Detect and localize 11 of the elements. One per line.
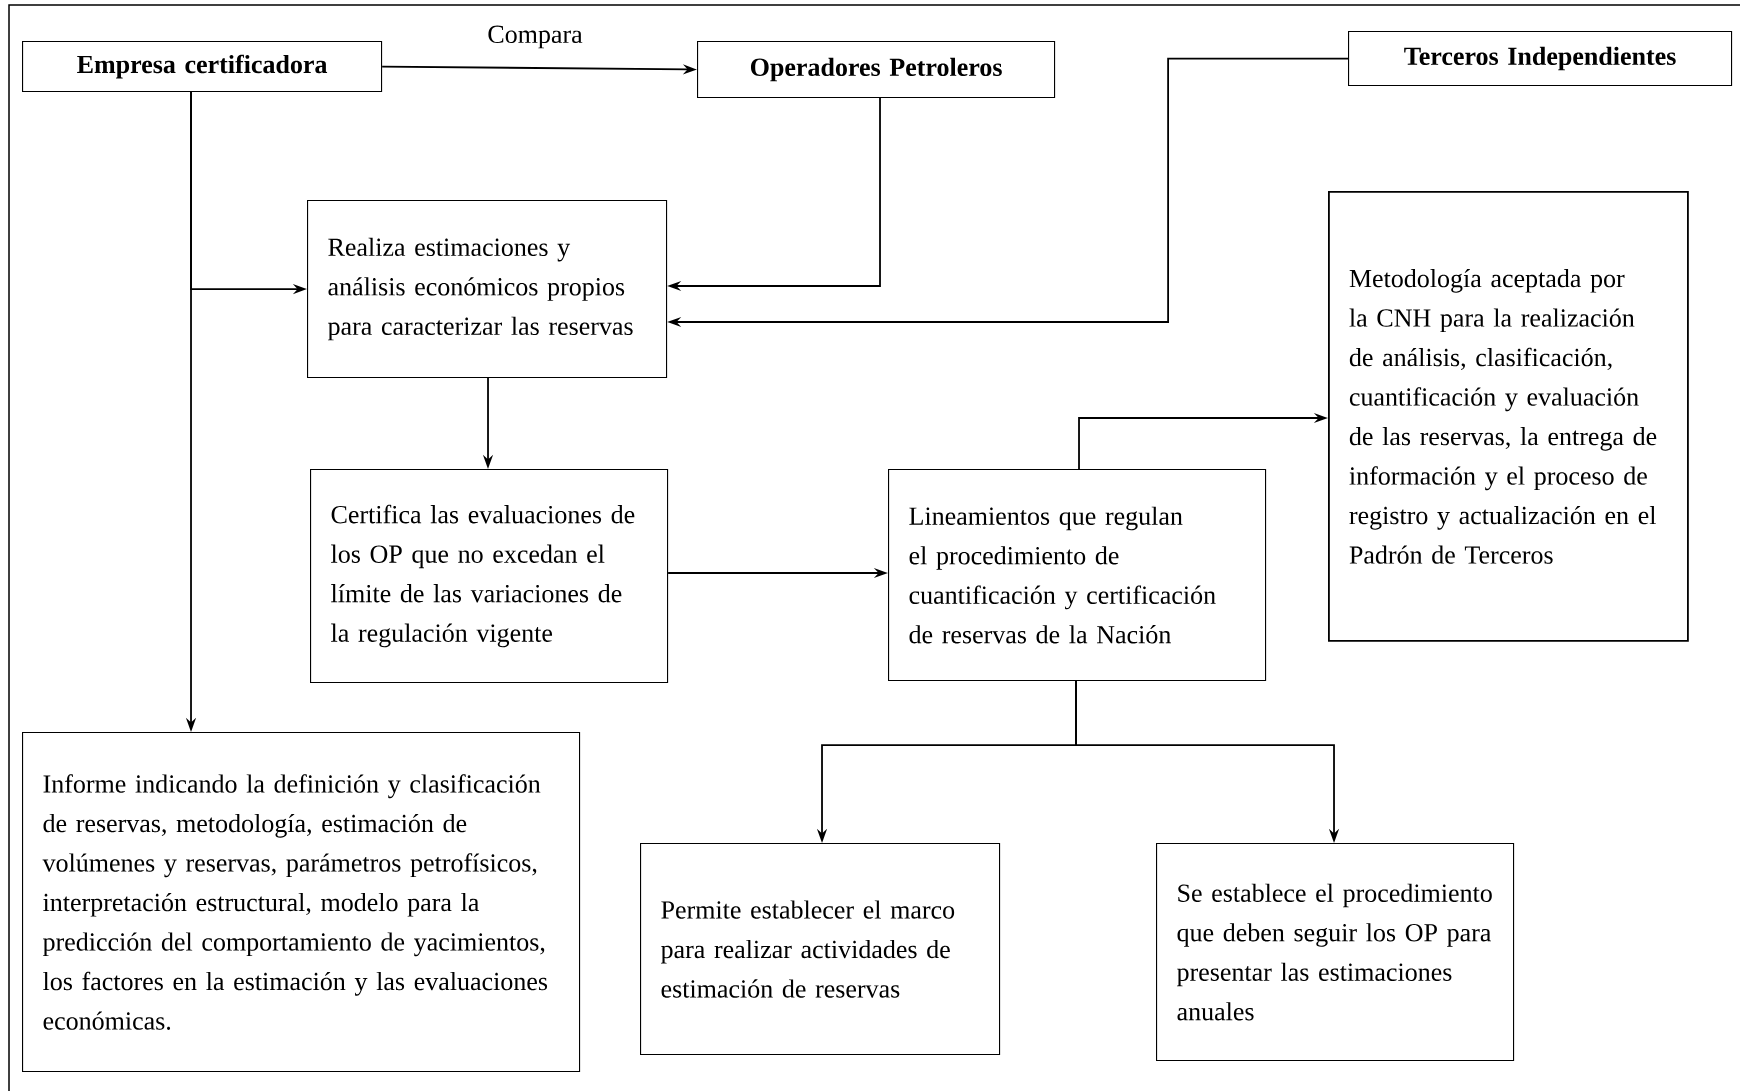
text-box: Lineamientos que regulan el procedimiento de cuantificación y certificación de reservas de la Nación: [888, 469, 1267, 682]
text-box: Informe indicando la definición y clasificación de reservas, metodología, estimación de volúmenes y reservas, parámetros petrofísicos, interpretación estructural, modelo para la predicción del comportamiento de yacimientos, los factores en la estimación y las evaluaciones económicas.: [22, 732, 581, 1073]
title-box: Operadores Petroleros: [697, 41, 1056, 99]
title-box: Empresa certificadora: [22, 41, 383, 93]
title-box: Terceros Independientes: [1348, 31, 1733, 87]
text-box: Permite establecer el marco para realizar actividades de estimación de reservas: [640, 843, 1001, 1056]
text-box: Se establece el procedimiento que deben seguir los OP para presentar las estimaciones anuales: [1156, 843, 1515, 1062]
text-box: Certifica las evaluaciones de los OP que no excedan el límite de las variaciones de la regulación vigente: [310, 469, 669, 684]
text-box: Realiza estimaciones y análisis económicos propios para caracterizar las reservas: [307, 200, 668, 379]
text-box: Metodología aceptada por la CNH para la realización de análisis, clasificación, cuantificación y evaluación de las reservas, la entrega de información y el proceso de registro y actualización en el Padrón de Terceros: [1328, 191, 1689, 642]
edge-label: Compara: [485, 23, 585, 51]
